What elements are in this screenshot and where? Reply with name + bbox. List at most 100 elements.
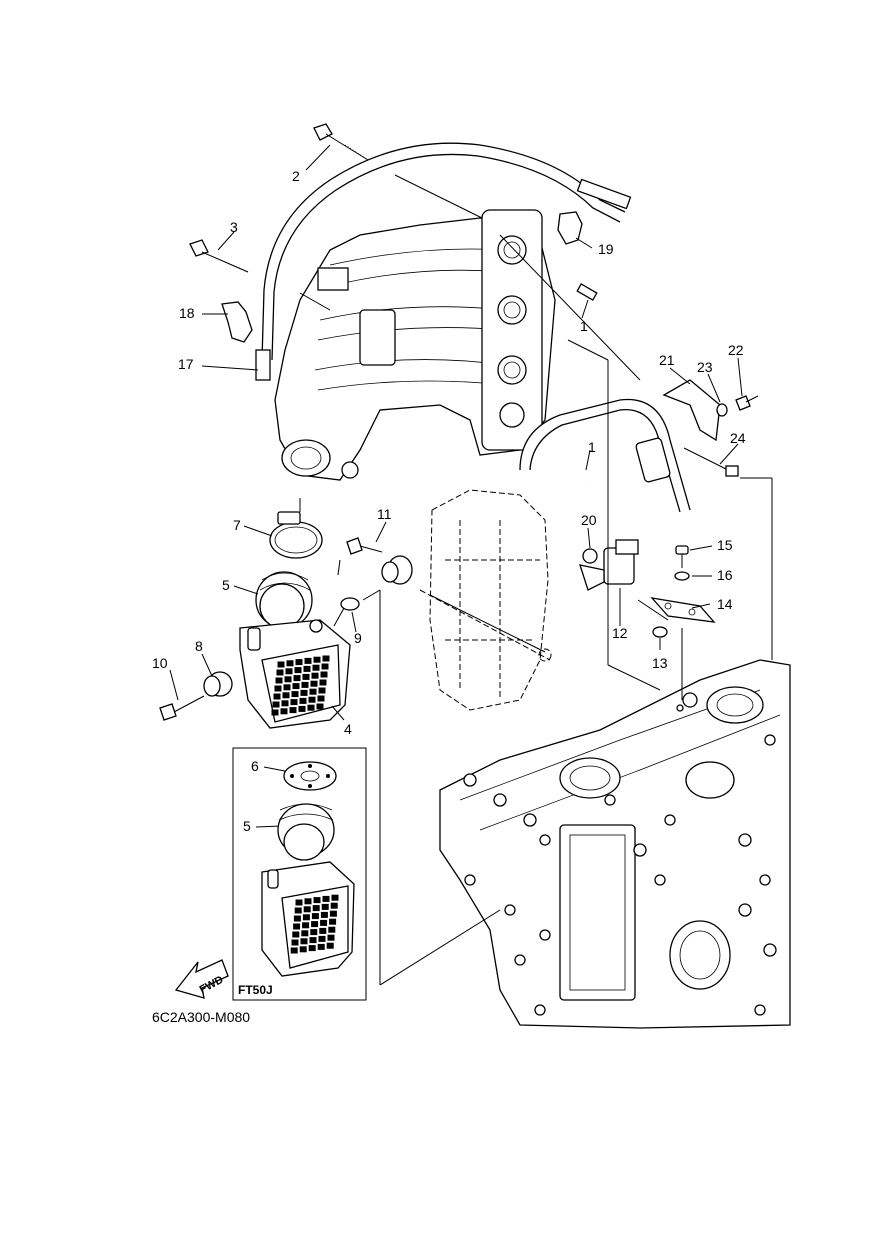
grille-cell (326, 942, 334, 949)
grille-cell (320, 911, 328, 918)
grille-cell (292, 683, 300, 690)
grille-cell (300, 938, 308, 945)
grille-cell (299, 946, 307, 953)
part-label-18: 18 (179, 305, 195, 321)
grille-cell (289, 707, 297, 714)
solenoid-12 (579, 539, 639, 591)
grille-cell (291, 939, 299, 946)
cylinder-block (439, 659, 791, 1029)
bracket-21 (662, 379, 721, 442)
inset-label: FT50J (238, 983, 273, 997)
part-label-12: 12 (612, 625, 628, 641)
part-label-24: 24 (730, 430, 746, 446)
grille-cell (303, 906, 311, 913)
inset-silencer (261, 861, 355, 977)
part-label-16: 16 (717, 567, 733, 583)
part-label-13: 13 (652, 655, 668, 671)
hose-clip-19 (557, 211, 583, 245)
grille-cell (283, 684, 291, 691)
grille-cell (329, 918, 337, 925)
part-label-15: 15 (717, 537, 733, 553)
inset-panel: FT50J (232, 747, 367, 1001)
grille-cell (311, 672, 319, 679)
grille-cell (311, 921, 319, 928)
collar-8 (203, 671, 233, 697)
grille-cell (321, 663, 329, 670)
grille-cell (310, 929, 318, 936)
grille-cell (309, 937, 317, 944)
breather-hose (519, 398, 691, 513)
grille-cell (285, 668, 293, 675)
grille-cell (302, 673, 310, 680)
grille-cell (318, 935, 326, 942)
inset-joint-5 (277, 803, 335, 861)
grille-cell (310, 680, 318, 687)
grille-cell (304, 657, 312, 664)
grille-cell (295, 659, 303, 666)
grille-cell (312, 664, 320, 671)
grille-cell (284, 676, 292, 683)
grille-cell (295, 899, 303, 906)
part-label-6: 6 (251, 758, 259, 774)
part-labels: 1 1 2 3 4 5 5 6 7 8 9 10 11 12 13 14 15 … (152, 168, 746, 834)
part-label-7: 7 (233, 517, 241, 533)
part-label-14: 14 (717, 596, 733, 612)
rubber-joint-5 (255, 571, 313, 629)
grille-cell (302, 914, 310, 921)
part-label-11: 11 (377, 506, 392, 522)
part-label-10: 10 (152, 655, 168, 671)
part-label-8: 8 (195, 638, 203, 654)
grille-cell (294, 907, 302, 914)
grille-cell (316, 703, 324, 710)
grille-cell (275, 677, 283, 684)
dowel-pin-upper (576, 283, 598, 301)
grille-cell (281, 700, 289, 707)
grille-cell (272, 701, 280, 708)
fwd-arrow: FWD (174, 959, 229, 999)
washer-23 (716, 403, 728, 417)
part-label-3: 3 (230, 219, 238, 235)
bolt-9 (333, 597, 360, 627)
grille-cell (317, 695, 325, 702)
grille-cell (280, 708, 288, 715)
grille-cell (291, 691, 299, 698)
grille-cell (320, 671, 328, 678)
grille-cell (318, 687, 326, 694)
grille-cell (329, 910, 337, 917)
bolt-15 (675, 545, 689, 568)
part-label-21: 21 (659, 352, 675, 368)
part-label-5: 5 (222, 577, 230, 593)
hose-clamp-7 (269, 511, 323, 559)
grille-cell (321, 903, 329, 910)
grille-cell (308, 945, 316, 952)
grille-cell (312, 905, 320, 912)
grille-cell (274, 685, 282, 692)
grille-cell (313, 656, 321, 663)
grille-cell (301, 681, 309, 688)
part-label-22: 22 (728, 342, 744, 358)
intake-manifold (274, 209, 556, 481)
fitting-20 (582, 548, 598, 564)
grille-cell (330, 902, 338, 909)
grille-cell (328, 926, 336, 933)
bolt-10 (159, 695, 205, 721)
grille-cell (320, 919, 328, 926)
part-label-20: 20 (581, 512, 597, 528)
grille-cell (308, 696, 316, 703)
part-label-2: 2 (292, 168, 300, 184)
grille-cell (304, 898, 312, 905)
grille-cell (293, 675, 301, 682)
bolt-3 (189, 239, 249, 273)
grille-cell (317, 943, 325, 950)
grille-cell (277, 661, 285, 668)
grille-cell (302, 922, 310, 929)
grommet (381, 555, 413, 585)
grille-cell (290, 699, 298, 706)
hose-clip-18 (221, 301, 253, 343)
grille-cell (271, 709, 279, 716)
bolt-11 (346, 537, 383, 555)
grille-cell (299, 697, 307, 704)
part-label-23: 23 (697, 359, 713, 375)
diagram-code: 6C2A300-M080 (152, 1009, 250, 1025)
grille-cell (293, 915, 301, 922)
